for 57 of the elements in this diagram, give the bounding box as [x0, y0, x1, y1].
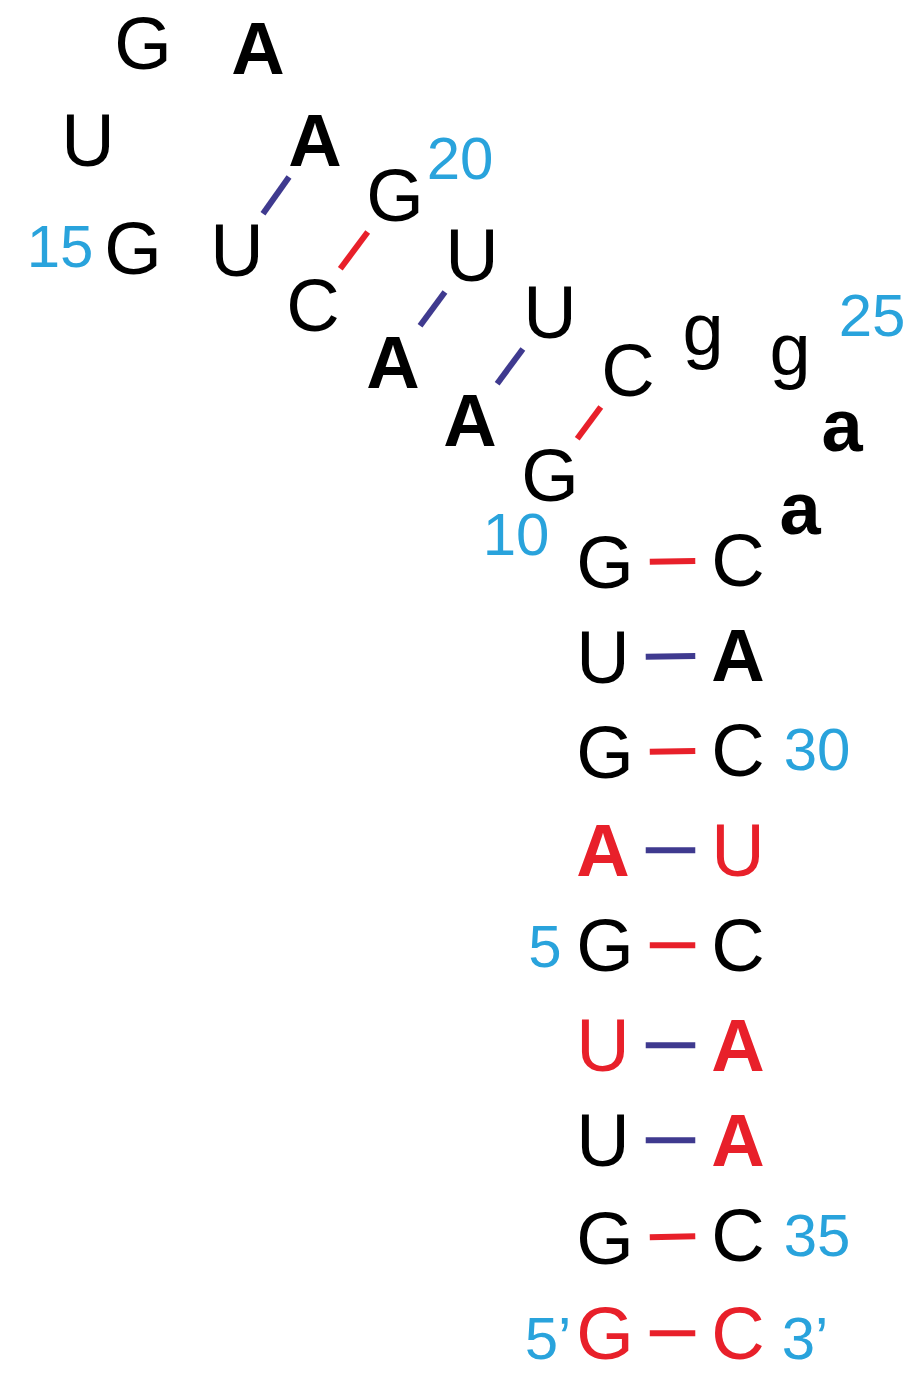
nucleotide-letter: A — [443, 384, 497, 459]
nucleotide-letter: U — [445, 219, 499, 294]
base-pair-line — [649, 558, 696, 565]
nucleotide-letter: A — [231, 12, 285, 87]
nucleotide-letter: g — [682, 293, 724, 368]
position-number: 5’ — [524, 1309, 572, 1370]
nucleotide-letter: A — [366, 326, 420, 401]
nucleotide-letter: C — [286, 269, 340, 344]
nucleotide-letter: A — [711, 1009, 765, 1084]
nucleotide-letter: G — [114, 7, 172, 82]
position-number: 35 — [783, 1206, 851, 1267]
nucleotide-letter: G — [576, 1202, 634, 1277]
nucleotide-letter: C — [711, 909, 765, 984]
nucleotide-letter: C — [711, 714, 765, 789]
base-pair-line — [260, 175, 292, 216]
base-pair-line — [645, 1137, 696, 1144]
base-pair-line — [649, 748, 696, 755]
base-pair-line — [645, 1042, 696, 1049]
nucleotide-letter: C — [711, 1199, 765, 1274]
base-pair-line — [649, 942, 696, 949]
position-number: 15 — [26, 217, 94, 278]
nucleotide-letter: U — [576, 621, 630, 696]
position-number: 20 — [426, 129, 494, 190]
nucleotide-letter: A — [576, 814, 630, 889]
nucleotide-letter: A — [711, 619, 765, 694]
position-number: 30 — [783, 720, 851, 781]
nucleotide-letter: U — [210, 214, 264, 289]
base-pair-line — [417, 290, 448, 328]
nucleotide-letter: C — [711, 1297, 765, 1372]
nucleotide-letter: g — [769, 313, 811, 388]
nucleotide-letter: a — [779, 472, 821, 547]
nucleotide-letter: G — [104, 212, 162, 287]
nucleotide-letter: a — [821, 389, 863, 464]
nucleotide-letter: G — [576, 1297, 634, 1372]
base-pair-line — [494, 347, 526, 386]
base-pair-line — [649, 1330, 696, 1337]
nucleotide-letter: G — [576, 526, 634, 601]
nucleotide-letter: U — [576, 1104, 630, 1179]
nucleotide-letter: A — [711, 1104, 765, 1179]
position-number: 25 — [838, 286, 906, 347]
base-pair-line — [649, 1233, 696, 1241]
base-pair-line — [574, 405, 604, 441]
nucleotide-letter: C — [711, 524, 765, 599]
nucleotide-letter: G — [366, 159, 424, 234]
base-pair-line — [337, 230, 371, 271]
position-number: 5 — [528, 917, 562, 978]
base-pair-line — [645, 653, 696, 660]
base-pair-line — [645, 847, 696, 854]
nucleotide-letter: A — [288, 104, 342, 179]
nucleotide-letter: G — [576, 909, 634, 984]
nucleotide-letter: U — [711, 814, 765, 889]
nucleotide-letter: G — [576, 716, 634, 791]
nucleotide-letter: U — [61, 104, 115, 179]
nucleotide-letter: U — [576, 1009, 630, 1084]
nucleotide-letter: U — [523, 276, 577, 351]
nucleotide-letter: C — [601, 334, 655, 409]
position-number: 3’ — [781, 1309, 829, 1370]
